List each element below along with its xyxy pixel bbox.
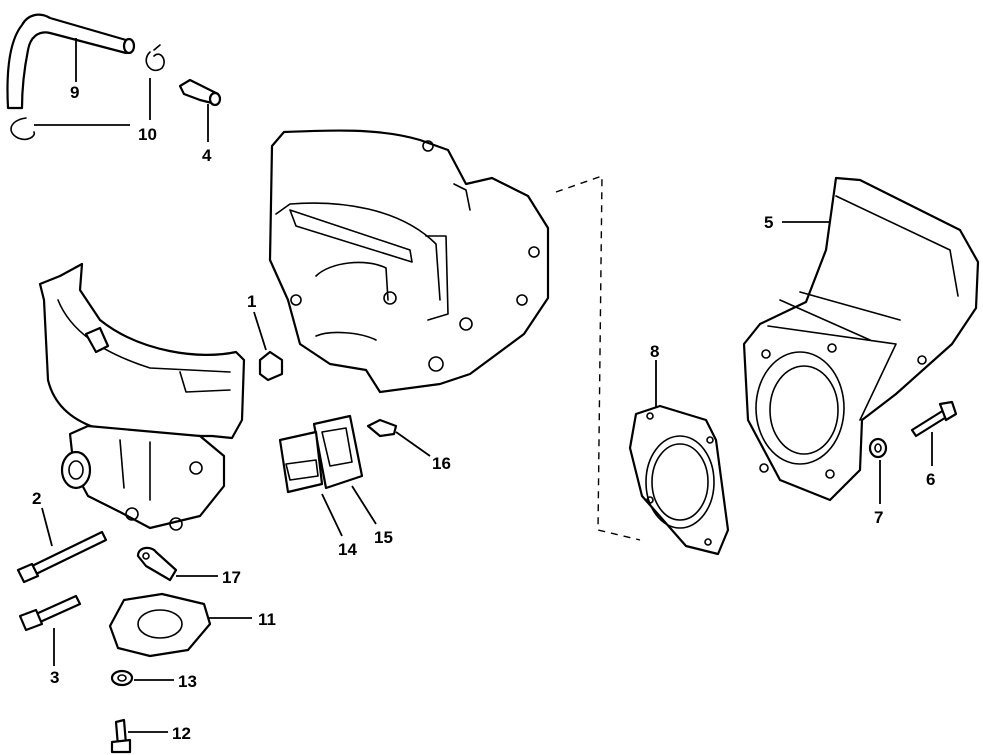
part-12-screw <box>110 718 132 754</box>
part-3-bolt <box>18 594 82 632</box>
callout-4: 4 <box>202 146 212 165</box>
callout-12: 12 <box>172 724 191 743</box>
callout-8: 8 <box>650 342 659 361</box>
part-9-hose <box>6 13 136 110</box>
callout-1: 1 <box>247 292 256 311</box>
crankcase-main <box>268 129 550 394</box>
part-2-bolt <box>16 530 108 584</box>
callout-6: 6 <box>926 470 935 489</box>
callout-11: 11 <box>258 610 276 629</box>
callout-7: 7 <box>874 508 883 527</box>
part-1-bushing <box>258 350 284 382</box>
part-5-housing <box>742 176 980 502</box>
callout-2: 2 <box>32 489 41 508</box>
callout-labels: 9 10 4 1 2 3 17 11 13 12 16 14 15 8 5 6 … <box>32 83 935 743</box>
part-17-tab <box>136 546 178 582</box>
part-16-screw <box>366 418 398 438</box>
part-14-15-reed-plates <box>278 414 364 494</box>
callout-17: 17 <box>222 568 241 587</box>
callout-15: 15 <box>374 528 393 547</box>
crankcase-cover <box>38 262 246 531</box>
callout-5: 5 <box>764 213 773 232</box>
callout-9: 9 <box>70 83 79 102</box>
leader-lines <box>34 38 933 733</box>
part-7-washer <box>868 437 888 459</box>
part-6-bolt <box>910 400 958 438</box>
part-8-gasket <box>628 404 730 556</box>
callout-14: 14 <box>338 540 357 559</box>
assembly-dashed-line <box>555 175 641 541</box>
callout-13: 13 <box>178 672 197 691</box>
callout-16: 16 <box>432 454 451 473</box>
part-10-clip <box>10 44 165 141</box>
part-11-flange <box>108 592 212 658</box>
callout-10: 10 <box>138 125 157 144</box>
callout-3: 3 <box>50 668 59 687</box>
part-4-pin <box>178 78 222 107</box>
part-13-nut <box>110 669 134 687</box>
